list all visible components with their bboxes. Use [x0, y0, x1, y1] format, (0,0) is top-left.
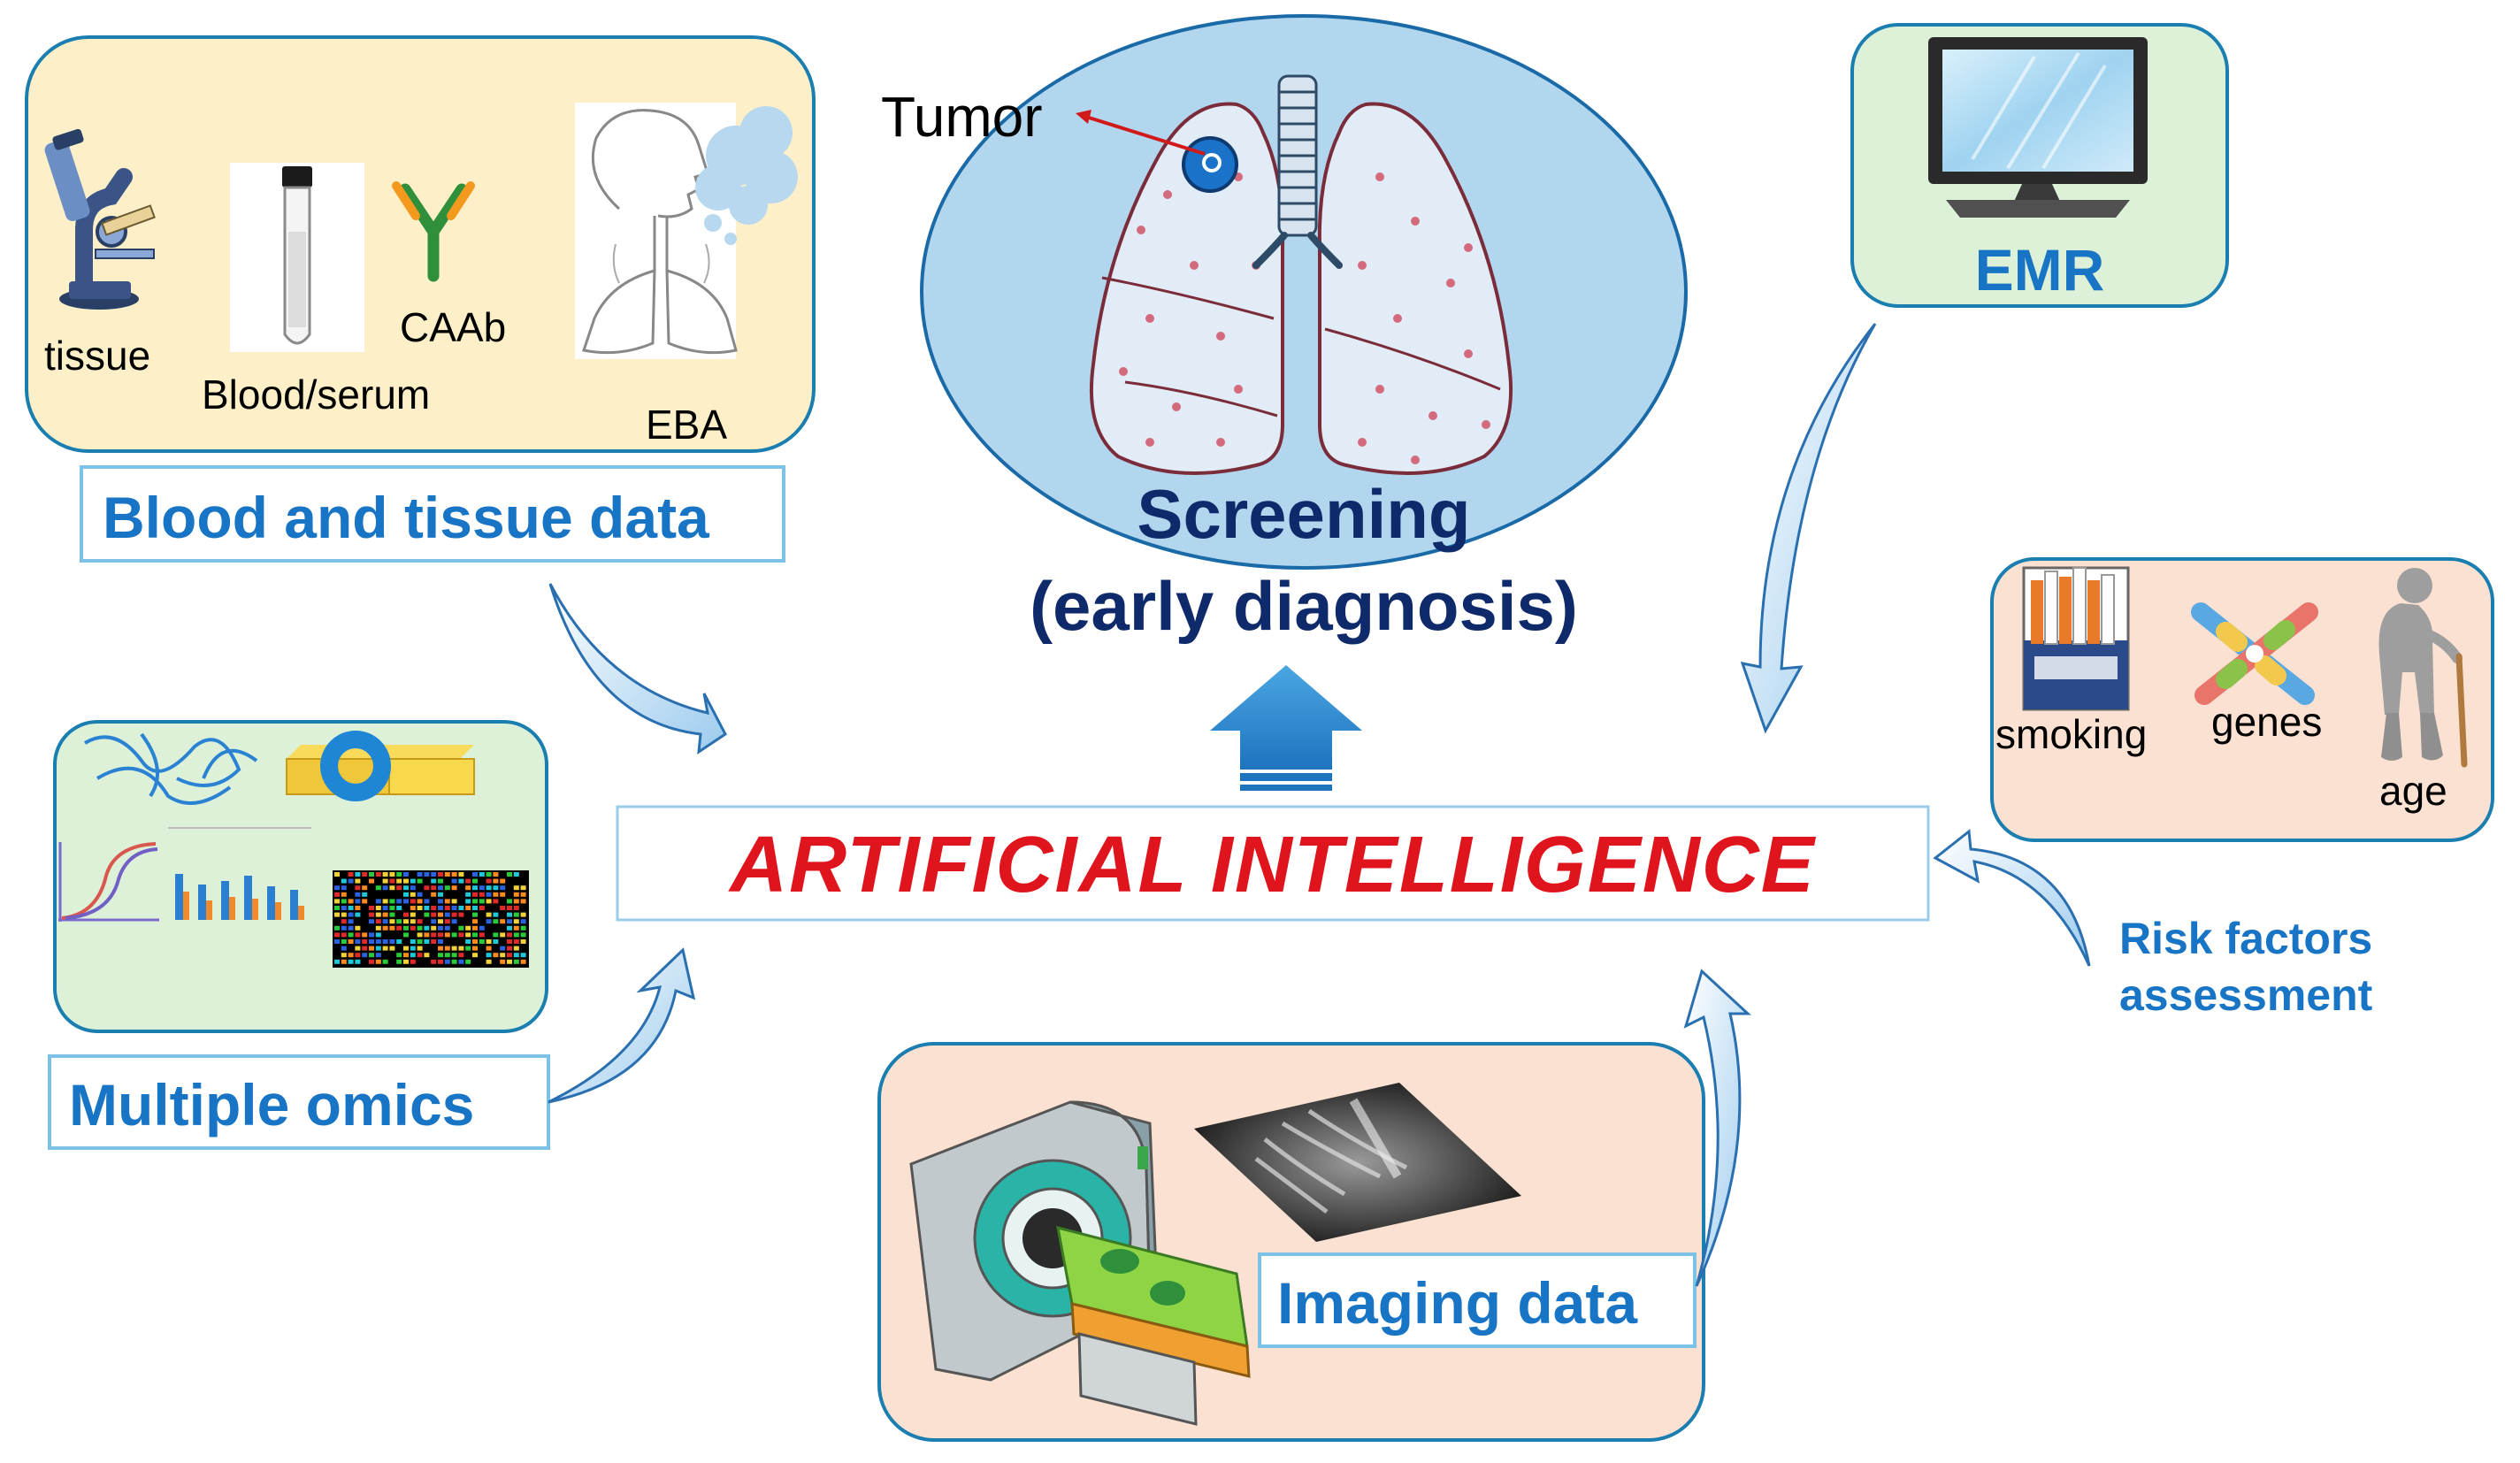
trachea-icon	[1252, 74, 1343, 269]
breath-cloud-icon	[695, 106, 798, 245]
blood-tube-icon	[230, 163, 364, 352]
arrow-imaging-to-ai	[1683, 969, 1751, 1287]
risk-factors-panel: smoking genes age	[1990, 557, 2494, 842]
screening-subtitle: (early diagnosis)	[1030, 567, 1578, 645]
arrow-omics-to-ai	[548, 947, 696, 1104]
imaging-panel	[877, 1042, 1705, 1442]
genes-label: genes	[2211, 699, 2322, 745]
emr-caption: EMR	[1975, 237, 2105, 303]
antibody-icon	[392, 181, 475, 282]
imaging-caption: Imaging data	[1277, 1270, 1638, 1336]
bar-graph-icon	[175, 874, 304, 920]
lung-dots-decoration	[1119, 172, 1490, 464]
tumor-icon	[1182, 136, 1238, 193]
cigarette-pack-icon	[2022, 566, 2130, 711]
chest-xray-icon	[1194, 1083, 1521, 1242]
pcr-curve-icon	[58, 842, 159, 922]
emr-panel: EMR	[1850, 23, 2229, 308]
microarray-icon	[333, 870, 529, 968]
screening-title: Screening	[1137, 475, 1470, 553]
blood-tissue-caption: Blood and tissue data	[103, 485, 710, 550]
risk-caption-line2: assessment	[2119, 970, 2373, 1020]
lungs-icon	[1089, 102, 1513, 475]
computer-monitor-icon	[1928, 37, 2148, 218]
age-label: age	[2379, 768, 2447, 814]
screening-group: Tumor Screening (early diagnosis)	[881, 14, 1688, 645]
arrow-risk-to-ai	[1933, 829, 2091, 967]
blood-tissue-panel: tissue Blood/serum CAAb	[25, 35, 816, 453]
caab-label: CAAb	[400, 304, 506, 350]
tumor-pointer-arrow	[1076, 110, 1206, 156]
arrow-emr-to-ai	[1740, 323, 1877, 734]
eba-label: EBA	[646, 402, 727, 448]
tumor-label: Tumor	[881, 85, 1043, 149]
ai-box	[616, 805, 1930, 922]
omics-panel	[53, 720, 548, 1033]
up-arrow	[1210, 665, 1362, 791]
imaging-caption-box	[1258, 1252, 1697, 1348]
arrow-blood-to-ai	[548, 583, 727, 755]
blood-caption-box	[80, 465, 785, 563]
protein-structure-icon	[83, 732, 258, 805]
ai-label: ARTIFICIAL INTELLIGENCE	[728, 821, 1817, 909]
microscope-icon	[44, 128, 156, 310]
omics-caption: Multiple omics	[69, 1072, 474, 1137]
ct-scanner-icon	[909, 1100, 1251, 1426]
molecular-structure-icon	[286, 731, 475, 801]
blood-serum-label: Blood/serum	[202, 371, 430, 417]
risk-caption-line1: Risk factors	[2119, 914, 2372, 963]
chromosome-icon	[2191, 602, 2318, 705]
elderly-person-icon	[2378, 568, 2468, 768]
smoking-label: smoking	[1995, 711, 2147, 757]
omics-caption-box	[48, 1054, 550, 1150]
tissue-label: tissue	[44, 333, 150, 379]
